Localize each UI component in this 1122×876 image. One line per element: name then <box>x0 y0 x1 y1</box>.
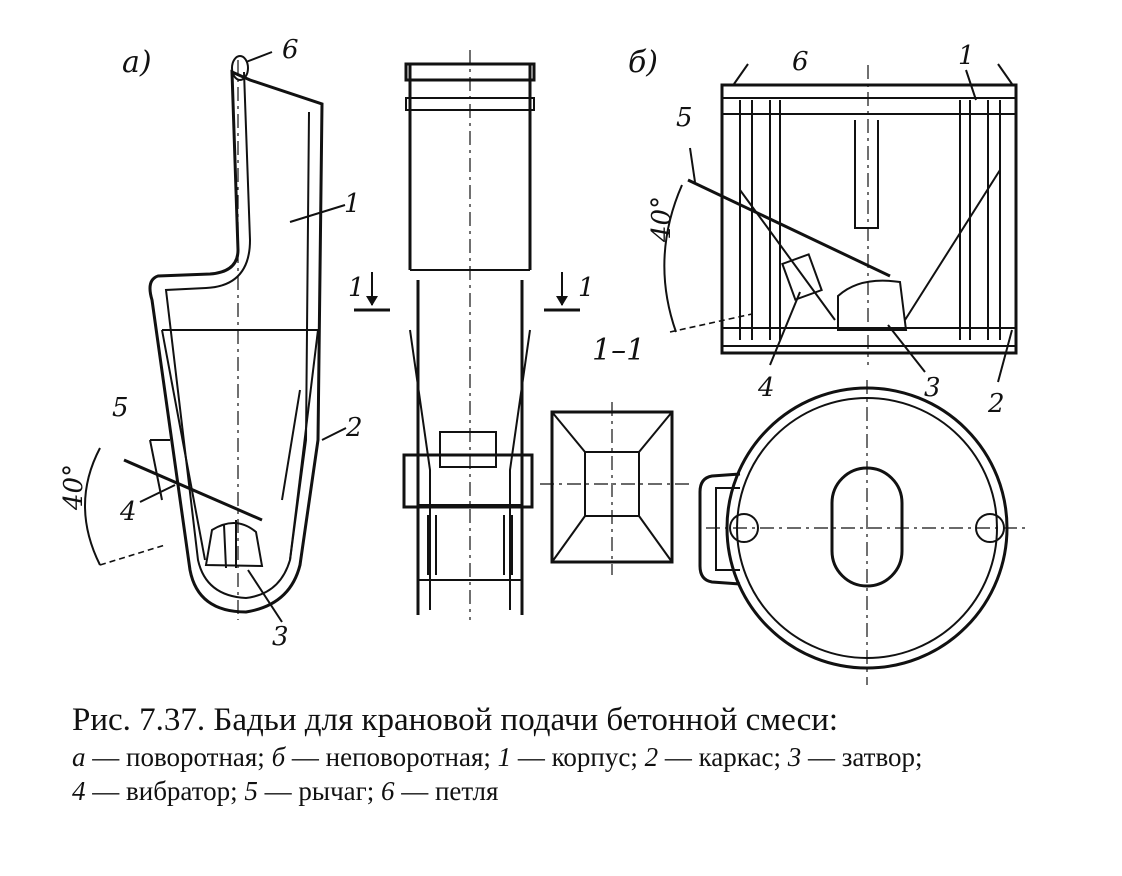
label-6-b: 6 <box>792 47 809 77</box>
angle-label-b: 40° <box>647 196 677 243</box>
legend-key: 2 <box>644 742 659 772</box>
caption-legend-line-2: 4 — вибратор; 5 — рычаг; 6 — петля <box>72 776 499 806</box>
label-1-a: 1 <box>344 189 361 219</box>
section-mark-left: 1 <box>348 273 365 303</box>
angle-label-a: 40° <box>59 464 89 511</box>
legend-text: затвор; <box>841 742 923 772</box>
legend-text: вибратор; <box>126 776 238 806</box>
caption-legend-line-1: а — поворотная; б — неповоротная; 1 — ко… <box>72 742 923 772</box>
legend-text: каркас; <box>698 742 781 772</box>
section-1-1-plan <box>540 402 690 575</box>
label-1-b: 1 <box>958 41 975 71</box>
label-5-a: 5 <box>112 393 129 423</box>
section-label: 1–1 <box>592 333 645 368</box>
technical-drawing: а) 6 1 2 3 4 5 40° 1 1 <box>59 35 1030 685</box>
bucket-a-side-view <box>84 51 347 623</box>
label-4-a: 4 <box>119 497 137 527</box>
figure-caption: Рис. 7.37. Бадьи для крановой подачи бет… <box>72 700 1112 808</box>
label-4-b: 4 <box>757 373 775 403</box>
section-marks <box>354 272 580 312</box>
caption-title: Рис. 7.37. Бадьи для крановой подачи бет… <box>72 702 839 738</box>
legend-text: неповоротная; <box>325 742 491 772</box>
legend-key: 1 <box>497 742 512 772</box>
bucket-b-elevation <box>663 63 1018 383</box>
legend-key: 4 <box>72 776 86 806</box>
legend-text: корпус; <box>551 742 638 772</box>
bucket-a-front-view <box>402 50 536 620</box>
legend-text: рычаг; <box>298 776 375 806</box>
legend-text: поворотная; <box>126 742 265 772</box>
bucket-b-plan <box>698 380 1030 685</box>
label-2-b: 2 <box>987 389 1005 419</box>
legend-key: 5 <box>244 776 258 806</box>
spool-icon <box>231 55 249 81</box>
label-3-a: 3 <box>272 622 289 652</box>
legend-key: 3 <box>787 742 802 772</box>
label-6-a: 6 <box>282 35 299 65</box>
label-5-b: 5 <box>676 103 693 133</box>
view-a-label: а) <box>122 45 152 80</box>
section-mark-right: 1 <box>578 273 595 303</box>
legend-key: 6 <box>380 776 395 806</box>
label-3-b: 3 <box>924 373 941 403</box>
label-2-a: 2 <box>345 413 363 443</box>
legend-key: а <box>72 742 86 772</box>
legend-text: петля <box>434 776 499 806</box>
legend-key: б <box>271 742 286 772</box>
view-b-label: б) <box>628 45 658 80</box>
